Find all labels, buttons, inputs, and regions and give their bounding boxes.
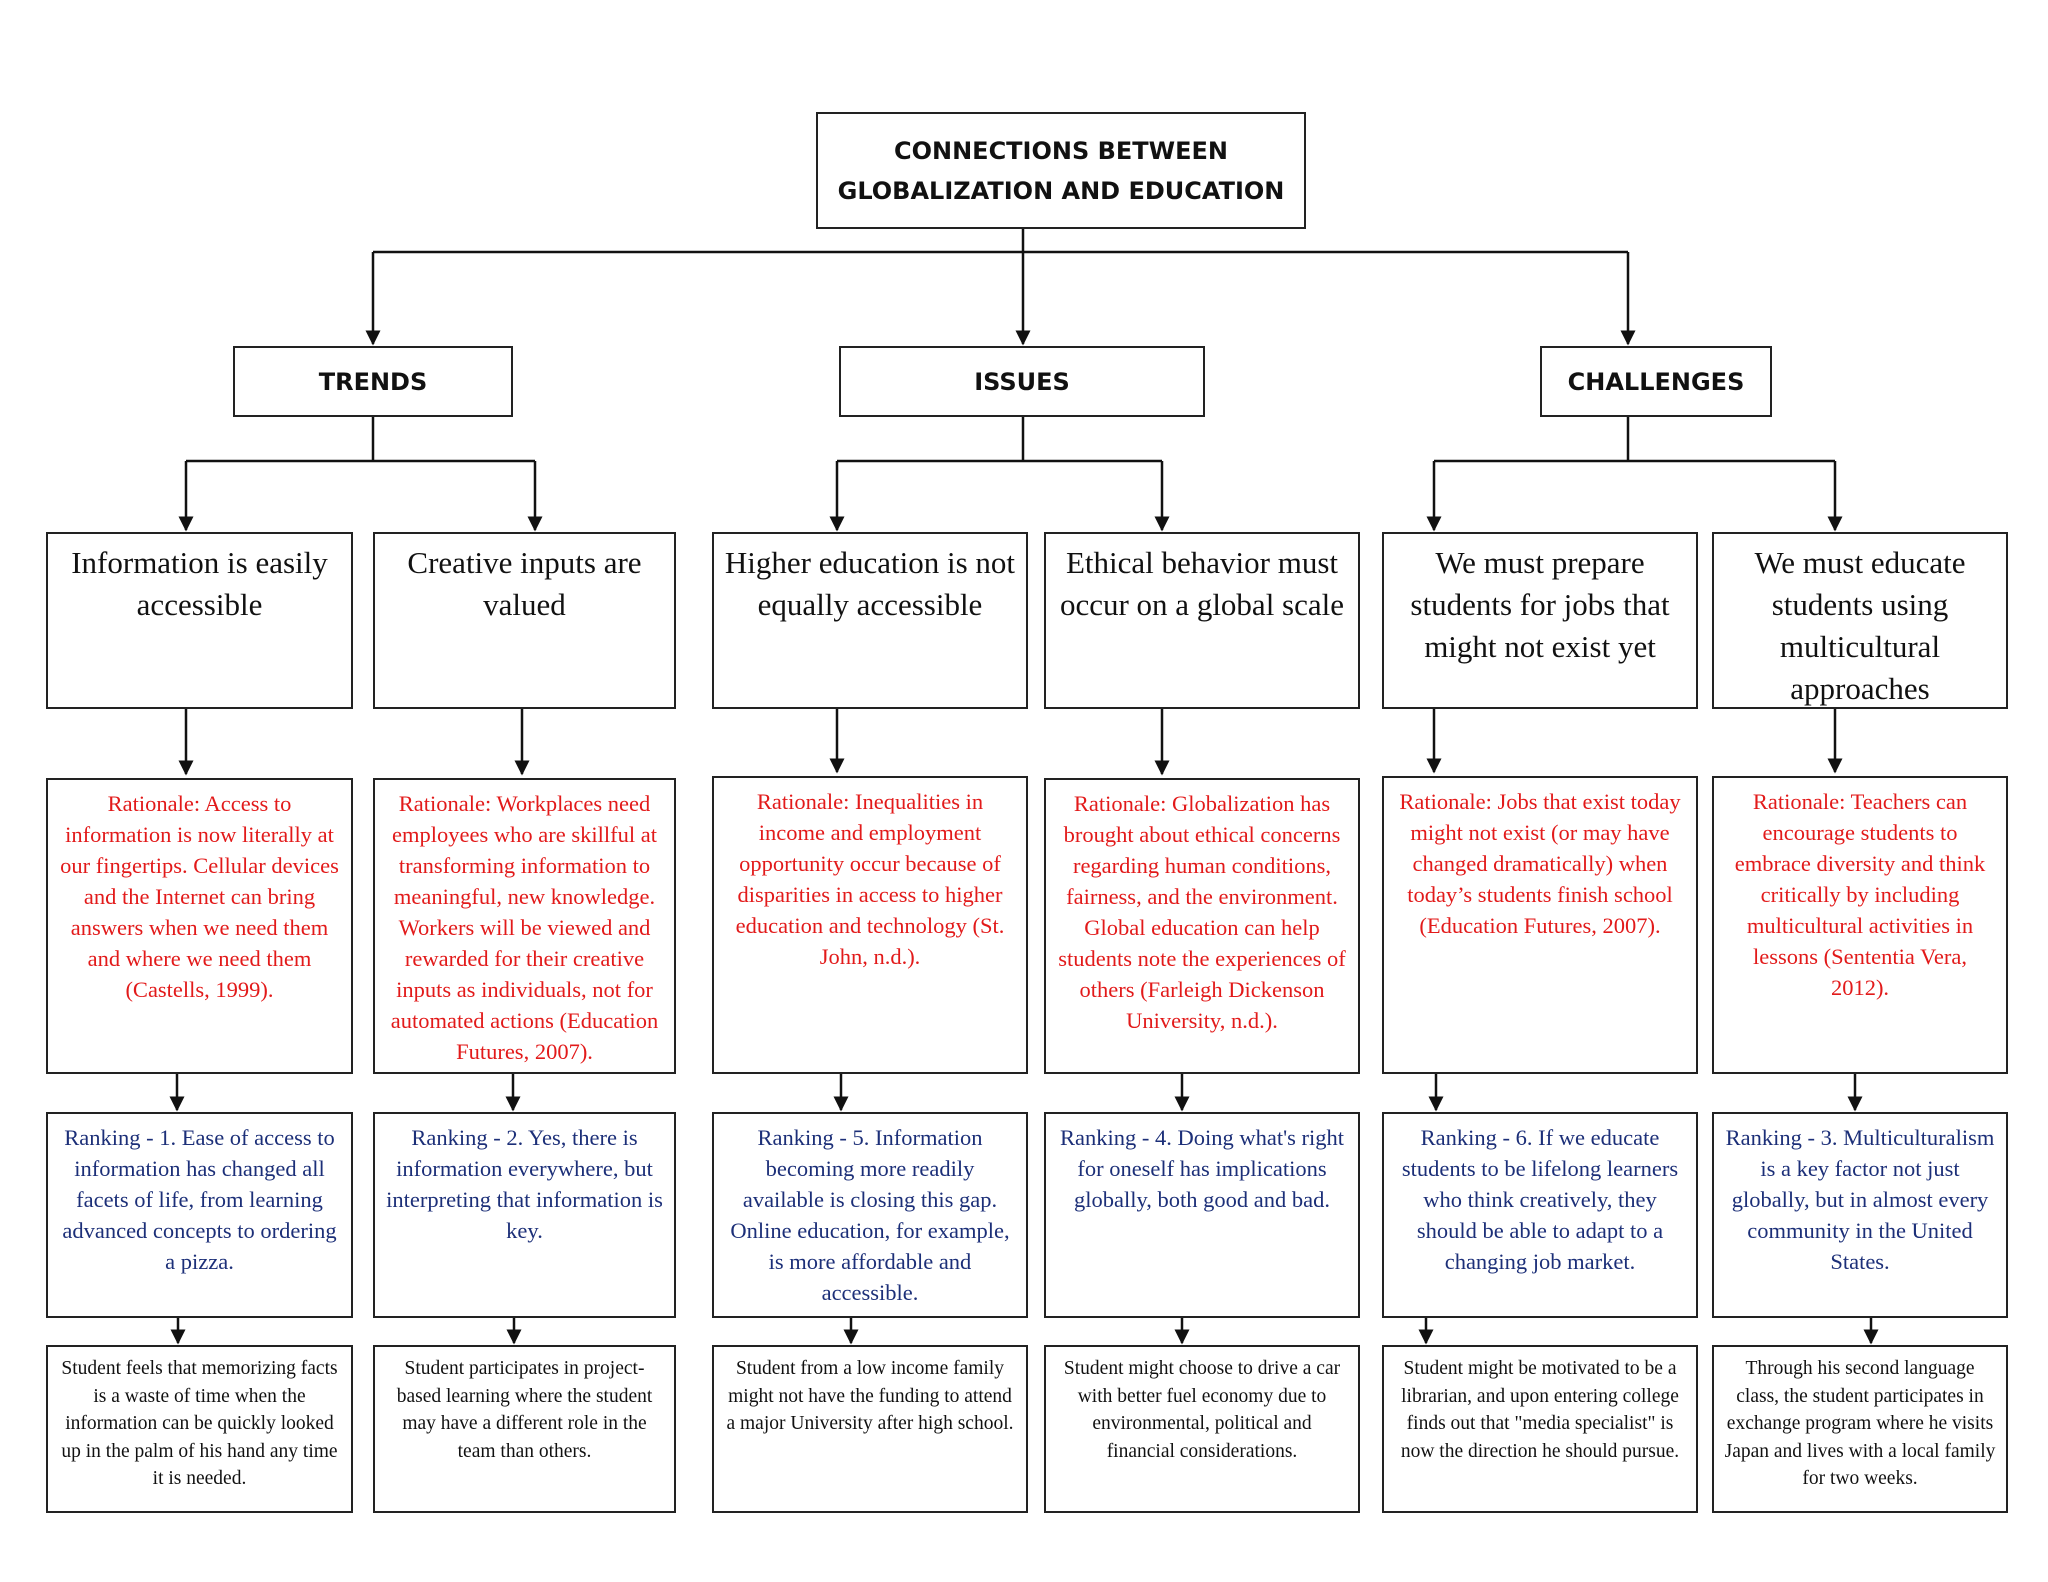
example-box-1: Student feels that memorizing facts is a…	[46, 1345, 353, 1513]
ranking-text: Ranking - 2. Yes, there is information e…	[386, 1125, 663, 1243]
example-box-2: Student participates in project-based le…	[373, 1345, 676, 1513]
rationale-box-6: Rationale: Teachers can encourage studen…	[1712, 776, 2008, 1074]
example-text: Student from a low income family might n…	[726, 1358, 1014, 1434]
ranking-box-5: Ranking - 6. If we educate students to b…	[1382, 1112, 1698, 1318]
topic-text: We must prepare students for jobs that m…	[1410, 545, 1670, 664]
ranking-box-6: Ranking - 3. Multiculturalism is a key f…	[1712, 1112, 2008, 1318]
ranking-text: Ranking - 3. Multiculturalism is a key f…	[1725, 1125, 1995, 1274]
category-label: ISSUES	[974, 367, 1070, 396]
topic-box-3: Higher education is not equally accessib…	[712, 532, 1028, 709]
topic-box-6: We must educate students using multicult…	[1712, 532, 2008, 709]
topic-box-2: Creative inputs are valued	[373, 532, 676, 709]
ranking-text: Ranking - 5. Information becoming more r…	[730, 1125, 1010, 1305]
rationale-box-5: Rationale: Jobs that exist today might n…	[1382, 776, 1698, 1074]
example-text: Student might be motivated to be a libra…	[1400, 1358, 1680, 1462]
category-issues: ISSUES	[839, 346, 1205, 417]
root-box: CONNECTIONS BETWEEN GLOBALIZATION AND ED…	[816, 112, 1306, 229]
example-text: Student participates in project-based le…	[396, 1358, 653, 1462]
ranking-box-1: Ranking - 1. Ease of access to informati…	[46, 1112, 353, 1318]
ranking-text: Ranking - 4. Doing what's right for ones…	[1059, 1125, 1345, 1212]
rationale-box-4: Rationale: Globalization has brought abo…	[1044, 778, 1360, 1074]
ranking-box-3: Ranking - 5. Information becoming more r…	[712, 1112, 1028, 1318]
rationale-box-3: Rationale: Inequalities in income and em…	[712, 776, 1028, 1074]
category-challenges: CHALLENGES	[1540, 346, 1772, 417]
example-text: Through his second language class, the s…	[1724, 1358, 1996, 1489]
example-text: Student feels that memorizing facts is a…	[61, 1358, 338, 1489]
example-text: Student might choose to drive a car with…	[1063, 1358, 1341, 1462]
root-title: CONNECTIONS BETWEEN GLOBALIZATION AND ED…	[837, 136, 1285, 205]
example-box-6: Through his second language class, the s…	[1712, 1345, 2008, 1513]
ranking-box-2: Ranking - 2. Yes, there is information e…	[373, 1112, 676, 1318]
topic-box-5: We must prepare students for jobs that m…	[1382, 532, 1698, 709]
ranking-text: Ranking - 1. Ease of access to informati…	[62, 1125, 337, 1274]
rationale-text: Rationale: Jobs that exist today might n…	[1399, 789, 1681, 938]
rationale-text: Rationale: Teachers can encourage studen…	[1734, 789, 1986, 1000]
rationale-text: Rationale: Globalization has brought abo…	[1058, 791, 1346, 1033]
rationale-text: Rationale: Access to information is now …	[60, 791, 339, 1002]
topic-box-4: Ethical behavior must occur on a global …	[1044, 532, 1360, 709]
topic-text: We must educate students using multicult…	[1754, 545, 1966, 706]
topic-text: Ethical behavior must occur on a global …	[1059, 545, 1345, 622]
rationale-text: Rationale: Inequalities in income and em…	[735, 789, 1005, 969]
rationale-box-2: Rationale: Workplaces need employees who…	[373, 778, 676, 1074]
topic-text: Information is easily accessible	[71, 545, 328, 622]
topic-box-1: Information is easily accessible	[46, 532, 353, 709]
example-box-3: Student from a low income family might n…	[712, 1345, 1028, 1513]
example-box-4: Student might choose to drive a car with…	[1044, 1345, 1360, 1513]
category-trends: TRENDS	[233, 346, 513, 417]
topic-text: Higher education is not equally accessib…	[724, 545, 1016, 622]
rationale-box-1: Rationale: Access to information is now …	[46, 778, 353, 1074]
example-box-5: Student might be motivated to be a libra…	[1382, 1345, 1698, 1513]
rationale-text: Rationale: Workplaces need employees who…	[390, 791, 659, 1064]
category-label: CHALLENGES	[1567, 367, 1745, 396]
topic-text: Creative inputs are valued	[407, 545, 642, 622]
category-label: TRENDS	[318, 367, 428, 396]
ranking-text: Ranking - 6. If we educate students to b…	[1401, 1125, 1679, 1274]
ranking-box-4: Ranking - 4. Doing what's right for ones…	[1044, 1112, 1360, 1318]
